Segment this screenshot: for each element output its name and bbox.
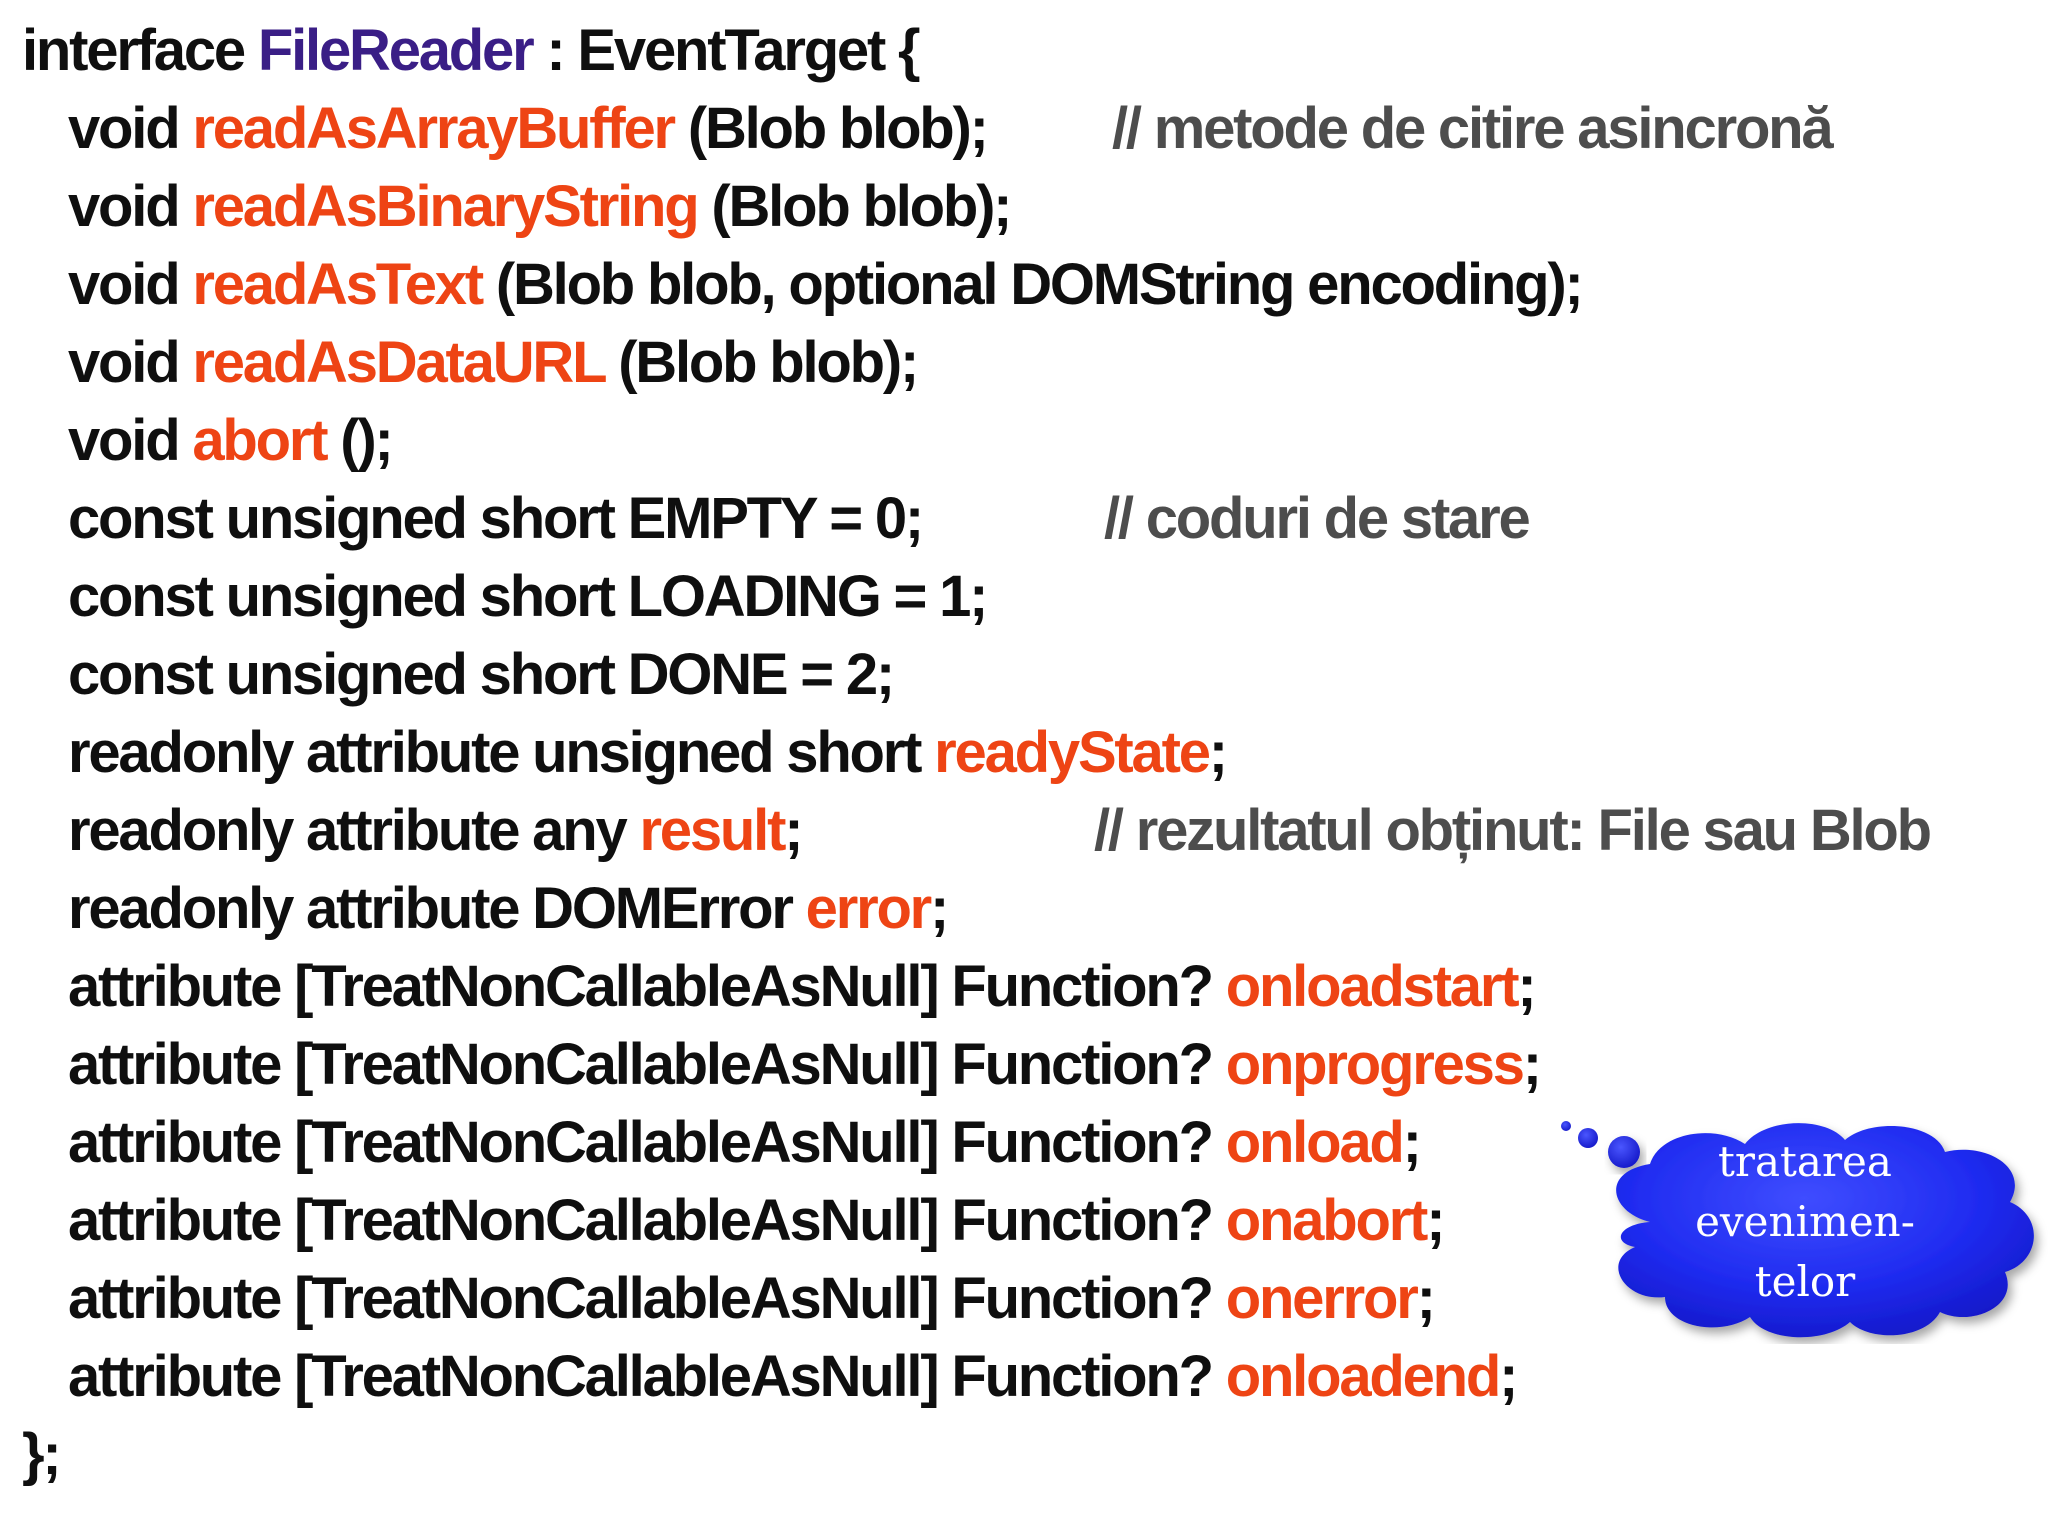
code-identifier: onerror	[1225, 1266, 1419, 1331]
code-token: ;	[1517, 954, 1536, 1019]
code-token: attribute [TreatNonCallableAsNull] Funct…	[68, 1344, 1226, 1409]
code-identifier: abort	[192, 408, 328, 473]
code-token: (Blob blob);	[697, 174, 1012, 239]
code-line: readonly attribute any result; // rezulta…	[22, 792, 1932, 870]
code-token: readonly attribute DOMError	[68, 876, 806, 941]
code-line: attribute [TreatNonCallableAsNull] Funct…	[22, 1104, 1582, 1182]
code-identifier: readAsBinaryString	[192, 174, 699, 239]
code-identifier: readyState	[934, 720, 1211, 785]
code-token: interface	[22, 18, 258, 83]
code-comment: // coduri de stare	[1104, 486, 1531, 551]
code-token: ;	[784, 798, 803, 863]
thought-bubble-large	[1608, 1136, 1640, 1168]
code-block: interface FileReader : EventTarget {void…	[22, 12, 1932, 1494]
code-token: void	[68, 96, 193, 161]
code-identifier: readAsDataURL	[192, 330, 606, 395]
code-token: ;	[1402, 1110, 1422, 1175]
code-token: ;	[930, 876, 949, 941]
code-line: readonly attribute DOMError error;	[22, 870, 1582, 948]
code-token: readonly attribute unsigned short	[68, 720, 935, 785]
code-line: readonly attribute unsigned short readyS…	[22, 714, 1582, 792]
cloud-label-line-2: evenimen-	[1695, 1197, 1915, 1246]
code-line: const unsigned short DONE = 2;	[22, 636, 1582, 714]
code-line: const unsigned short EMPTY = 0; // coduri…	[22, 480, 1582, 558]
code-token: attribute [TreatNonCallableAsNull] Funct…	[68, 1188, 1226, 1253]
cloud-label-line-3: telor	[1754, 1257, 1856, 1306]
code-token: attribute [TreatNonCallableAsNull] Funct…	[68, 1266, 1226, 1331]
thought-cloud-icon	[1561, 1121, 2034, 1338]
code-token: const unsigned short DONE = 2;	[68, 642, 895, 707]
code-token: (Blob blob);	[673, 96, 989, 161]
thought-bubble-medium	[1578, 1128, 1598, 1148]
code-line: attribute [TreatNonCallableAsNull] Funct…	[22, 1026, 1582, 1104]
code-token: readonly attribute any	[68, 798, 640, 863]
code-token: ;	[1208, 720, 1228, 785]
code-comment: // rezultatul obținut: File sau Blob	[1094, 798, 1932, 863]
code-line: attribute [TreatNonCallableAsNull] Funct…	[22, 1182, 1582, 1260]
code-token: ();	[326, 408, 394, 473]
code-token: void	[68, 330, 193, 395]
code-line: attribute [TreatNonCallableAsNull] Funct…	[22, 948, 1582, 1026]
code-identifier: onprogress	[1225, 1032, 1525, 1097]
code-identifier: onabort	[1225, 1188, 1429, 1253]
code-token: attribute [TreatNonCallableAsNull] Funct…	[68, 954, 1226, 1019]
thought-cloud-label: tratarea evenimen- telor	[1600, 1132, 2010, 1312]
code-identifier: FileReader	[257, 18, 535, 83]
code-token: attribute [TreatNonCallableAsNull] Funct…	[68, 1032, 1226, 1097]
code-identifier: onloadend	[1225, 1344, 1502, 1409]
code-identifier: onloadstart	[1225, 954, 1520, 1019]
code-line: void readAsText (Blob blob, optional DOM…	[22, 246, 1584, 324]
code-token: ;	[1499, 1344, 1518, 1409]
code-line: attribute [TreatNonCallableAsNull] Funct…	[22, 1260, 1582, 1338]
code-identifier: readAsText	[192, 252, 484, 317]
code-line: const unsigned short LOADING = 1;	[22, 558, 1582, 636]
code-line: interface FileReader : EventTarget {	[22, 12, 1582, 90]
code-token: ;	[1426, 1188, 1445, 1253]
code-identifier: error	[805, 876, 933, 941]
code-token: : EventTarget {	[532, 18, 920, 83]
code-token: void	[68, 408, 193, 473]
code-identifier: onload	[1225, 1110, 1405, 1175]
code-line: void readAsArrayBuffer (Blob blob); // me…	[22, 90, 1834, 168]
code-token: const unsigned short LOADING = 1;	[68, 564, 989, 629]
cloud-label-line-1: tratarea	[1718, 1137, 1892, 1186]
code-line: };	[22, 1416, 1582, 1494]
code-line: void readAsBinaryString (Blob blob);	[22, 168, 1582, 246]
code-token: attribute [TreatNonCallableAsNull] Funct…	[68, 1110, 1226, 1175]
code-line: void readAsDataURL (Blob blob);	[22, 324, 1582, 402]
code-token: (Blob blob);	[604, 330, 919, 395]
code-identifier: result	[639, 798, 786, 863]
code-token: ;	[1522, 1032, 1542, 1097]
code-line: void abort ();	[22, 402, 1582, 480]
code-comment: // metode de citire asincronă	[1112, 96, 1834, 161]
code-token: const unsigned short EMPTY = 0;	[68, 486, 924, 551]
cloud-body	[1616, 1123, 2034, 1338]
code-token: (Blob blob, optional DOMString encoding)…	[481, 252, 1584, 317]
thought-bubble-small	[1561, 1121, 1571, 1131]
code-token: void	[68, 174, 193, 239]
code-token: };	[22, 1422, 62, 1487]
code-identifier: readAsArrayBuffer	[192, 96, 676, 161]
code-token: void	[68, 252, 193, 317]
code-token: ;	[1416, 1266, 1436, 1331]
code-line: attribute [TreatNonCallableAsNull] Funct…	[22, 1338, 1582, 1416]
